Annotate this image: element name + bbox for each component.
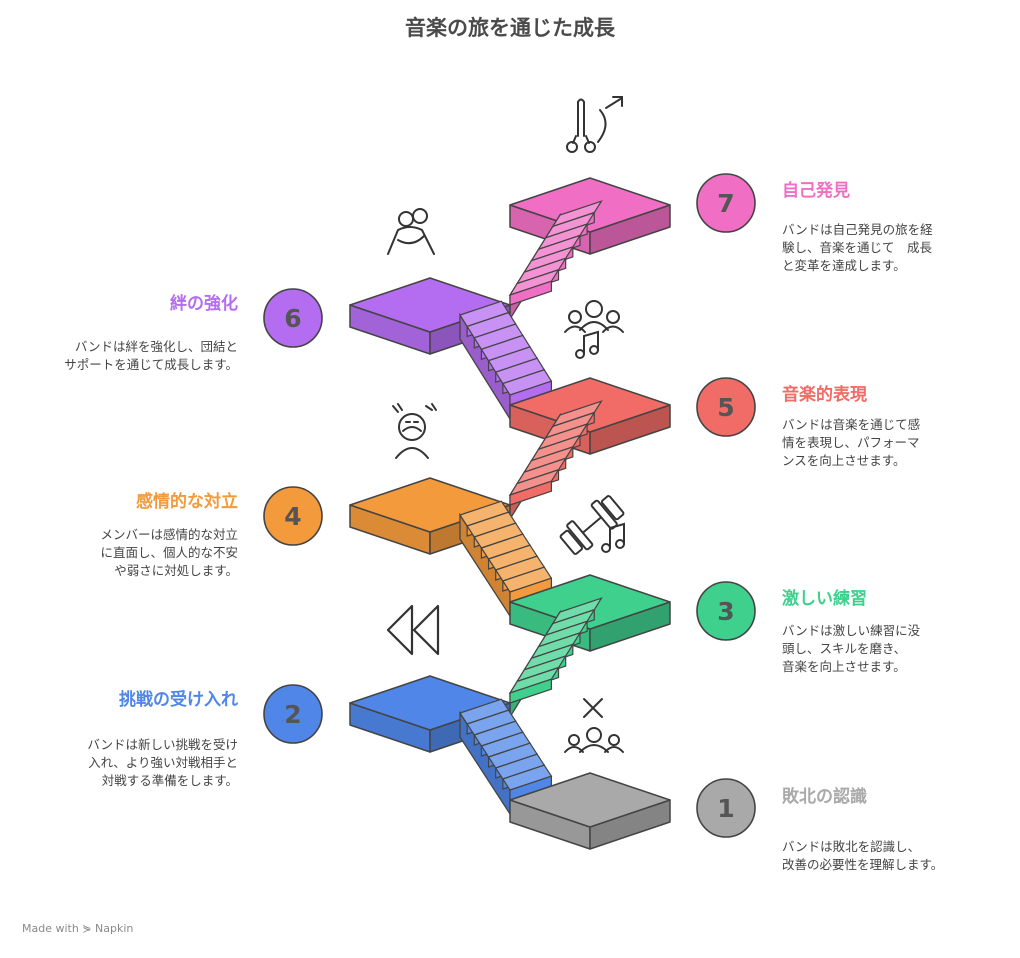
step-1-number: 1: [717, 794, 734, 823]
stairs-3-4: [459, 500, 553, 619]
step-1-desc-line: バンドは敗北を認識し、: [782, 839, 921, 854]
step-6-desc: バンドは絆を強化し、団結と サポートを通じて成長します。: [20, 338, 238, 374]
hug-icon: [387, 208, 435, 255]
step-4-number: 4: [284, 502, 301, 531]
step-3-number: 3: [717, 597, 734, 626]
step-3-desc: バンドは激しい練習に没 頭し、スキルを磨き、 音楽を向上させます。: [782, 622, 920, 676]
step-3-desc-line: 音楽を向上させます。: [782, 659, 906, 674]
step-1-title: 敗北の認識: [782, 787, 867, 807]
step-7-badge: 7: [696, 173, 756, 233]
step-2-desc-line: 入れ、より強い対戦相手と: [88, 755, 238, 770]
step-3-title: 激しい練習: [782, 589, 867, 609]
step-3-badge-circle: [696, 581, 756, 641]
step-6-number: 6: [284, 304, 301, 333]
stairs-6-7: [508, 200, 603, 322]
stairs-2-3: [508, 597, 603, 720]
step-4-badge: 4: [263, 486, 323, 546]
stairs-4-5: [508, 400, 603, 522]
step-4-desc-line: メンバーは感情的な対立: [100, 527, 238, 542]
step-4-title: 感情的な対立: [136, 492, 238, 512]
step-2-desc: バンドは新しい挑戦を受け 入れ、より強い対戦相手と 対戦する準備をします。: [20, 736, 238, 790]
group-music-icon: [564, 300, 624, 359]
step-7-title: 自己発見: [782, 181, 850, 201]
step-5-desc-line: バンドは音楽を通じて感: [782, 417, 921, 432]
step-7-desc: バンドは自己発見の旅を経 験し、音楽を通じて 成長 と変革を達成します。: [782, 221, 933, 275]
step-5-title: 音楽的表現: [782, 385, 867, 405]
step-5-desc-line: 情を表現し、パフォーマ: [782, 435, 920, 450]
step-2-title: 挑戦の受け入れ: [119, 690, 238, 710]
step-1-badge: 1: [696, 778, 756, 838]
step-4-desc-line: に直面し、個人的な不安: [100, 545, 238, 560]
step-4-desc: メンバーは感情的な対立 に直面し、個人的な不安 や弱さに対処します。: [20, 526, 238, 580]
tuning-fork-icon: [566, 96, 623, 153]
step-3-desc-line: 頭し、スキルを磨き、: [782, 641, 907, 656]
step-2-badge-circle: [263, 684, 323, 744]
step-4-desc-line: や弱さに対処します。: [114, 563, 238, 578]
step-2-number: 2: [284, 700, 301, 729]
step-5-desc: バンドは音楽を通じて感 情を表現し、パフォーマ ンスを向上させます。: [782, 416, 920, 470]
step-4-badge-circle: [263, 486, 323, 546]
stressed-person-icon: [392, 403, 437, 459]
step-5-desc-line: ンスを向上させます。: [782, 453, 906, 468]
step-2-desc-line: バンドは新しい挑戦を受け: [87, 737, 238, 752]
step-6-desc-line: サポートを通じて成長します。: [64, 357, 238, 372]
step-7-badge-circle: [696, 173, 756, 233]
step-5-badge: 5: [696, 377, 756, 437]
rewind-icon: [386, 604, 440, 656]
step-5-number: 5: [717, 393, 734, 422]
dumbbell-music-icon: [559, 495, 625, 555]
step-3-desc-line: バンドは激しい練習に没: [782, 623, 921, 638]
platform-1: [509, 772, 671, 850]
step-7-desc-line: バンドは自己発見の旅を経: [782, 222, 933, 237]
step-6-title: 絆の強化: [170, 294, 238, 314]
step-7-desc-line: と変革を達成します。: [782, 258, 906, 273]
step-6-badge-circle: [263, 288, 323, 348]
step-5-badge-circle: [696, 377, 756, 437]
step-1-desc-line: 改善の必要性を理解します。: [782, 857, 944, 872]
step-2-badge: 2: [263, 684, 323, 744]
step-6-badge: 6: [263, 288, 323, 348]
step-7-desc-line: 験し、音楽を通じて 成長: [782, 240, 933, 255]
page-title: 音楽の旅を通じた成長: [405, 16, 615, 40]
step-7-number: 7: [717, 189, 734, 218]
stairs-layer: [349, 177, 671, 850]
step-1-badge-circle: [696, 778, 756, 838]
stairs-1-2: [459, 698, 553, 817]
step-1-desc: バンドは敗北を認識し、 改善の必要性を理解します。: [782, 838, 943, 874]
step-3-badge: 3: [696, 581, 756, 641]
group-defeat-icon: [564, 698, 624, 753]
step-6-desc-line: バンドは絆を強化し、団結と: [74, 339, 238, 354]
step-2-desc-line: 対戦する準備をします。: [101, 773, 238, 788]
footer-credit: Made with ⋟ Napkin: [22, 922, 134, 935]
